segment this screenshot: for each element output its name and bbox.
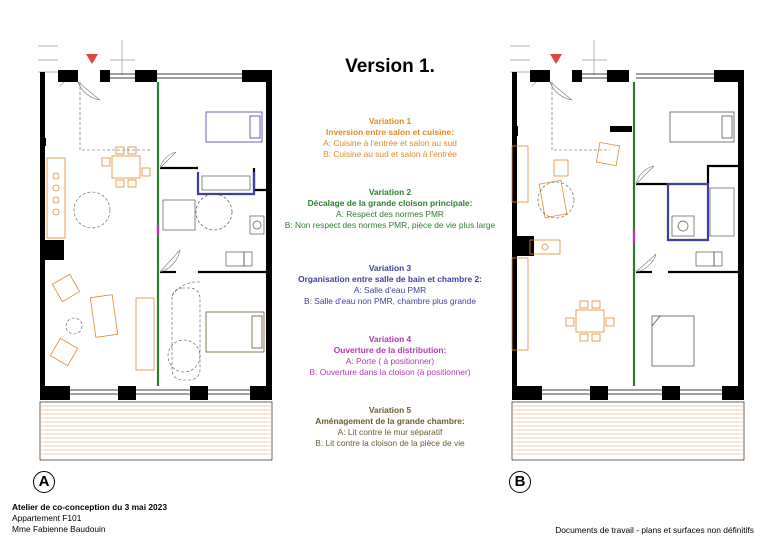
plan-b-windows — [542, 73, 722, 395]
plan-a-turning-circles — [65, 82, 150, 335]
bathroom-outline — [196, 172, 256, 196]
plan-b-doors — [549, 81, 657, 273]
plan-b-context — [510, 40, 607, 87]
plan-a-walls — [40, 70, 272, 400]
plan-a-doors — [77, 81, 181, 273]
variation-option: A: Cuisine à l'entrée et salon au sud — [323, 138, 457, 148]
footer-apartment: Appartement F101 — [12, 513, 82, 523]
variation-option: B: Salle d'eau non PMR, chambre plus gra… — [304, 296, 476, 306]
plan-b-living-furniture — [511, 141, 621, 351]
variation-heading: Variation 5 — [368, 405, 412, 415]
plan-b-turning-circles — [537, 82, 610, 219]
plan-b-bath-fixtures — [671, 187, 735, 267]
footer-event: Atelier de co-conception du 3 mai 2023 — [12, 502, 167, 512]
stair-marker-icon — [86, 54, 98, 64]
plan-a-bedroom-circles — [167, 281, 201, 381]
plan-a-living-furniture — [46, 146, 155, 371]
variation-option: A: Lit contre le mur séparatif — [337, 427, 443, 437]
variation-heading: Variation 2 — [368, 187, 412, 197]
variation-subtitle: Aménagement de la grande chambre: — [315, 416, 465, 426]
plan-b-badge: B — [509, 471, 531, 493]
variation-heading: Variation 1 — [368, 116, 412, 126]
plan-b-partitions — [636, 164, 738, 274]
variation-option: A: Respect des normes PMR — [336, 209, 444, 219]
plan-a-badge: A — [33, 471, 55, 493]
plan-b — [510, 40, 745, 461]
variation-option: A: Porte ( à positionner) — [345, 356, 435, 366]
variation-option: B: Ouverture dans la cloison (à position… — [309, 367, 471, 377]
variation-subtitle: Ouverture de la distribution: — [333, 345, 447, 355]
variation-subtitle: Décalage de la grande cloison principale… — [307, 198, 473, 208]
variation-option: B: Non respect des normes PMR, pièce de … — [284, 220, 496, 230]
variation-option: A: Salle d'eau PMR — [353, 285, 427, 295]
plan-a-bed-1 — [205, 311, 265, 353]
footer-disclaimer: Documents de travail - plans et surfaces… — [555, 525, 754, 535]
plan-a-balcony — [39, 401, 273, 461]
variation-subtitle: Organisation entre salle de bain et cham… — [298, 274, 482, 284]
plan-b-bed-1 — [651, 315, 695, 367]
variation-heading: Variation 3 — [368, 263, 412, 273]
plan-b-bed-2 — [669, 111, 735, 143]
variation-option: B: Lit contre la cloison de la pièce de … — [315, 438, 465, 448]
plan-a — [38, 40, 273, 461]
bathroom-outline — [666, 182, 710, 242]
page-title: Version 1. — [345, 56, 435, 77]
stair-marker-icon — [550, 54, 562, 64]
footer-person: Mme Fabienne Baudouin — [12, 524, 106, 534]
plan-a-bath-fixtures — [162, 175, 265, 267]
variation-heading: Variation 4 — [368, 334, 412, 344]
plan-a-context — [38, 40, 135, 87]
plan-a-bed-2 — [205, 111, 263, 143]
variation-subtitle: Inversion entre salon et cuisine: — [326, 127, 454, 137]
plan-a-windows — [70, 73, 250, 395]
plan-b-balcony — [511, 401, 745, 461]
variation-option: B: Cuisine au sud et salon à l'entrée — [323, 149, 457, 159]
plan-b-walls — [512, 70, 744, 400]
footer-info: Atelier de co-conception du 3 mai 2023 A… — [12, 502, 167, 535]
